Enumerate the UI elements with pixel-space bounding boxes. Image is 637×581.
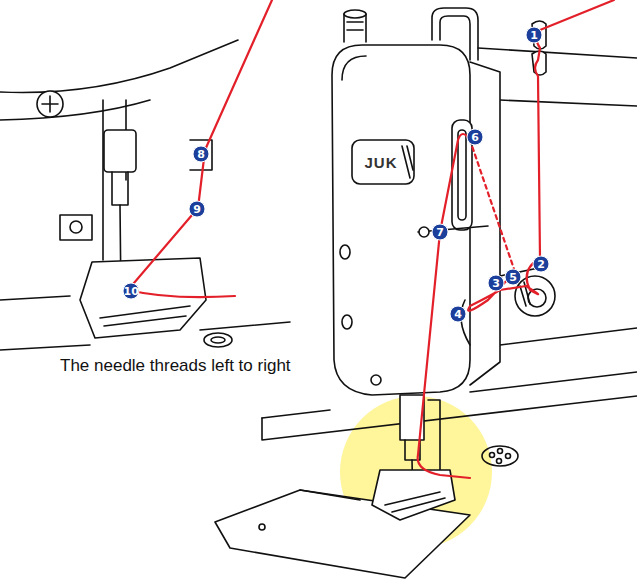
callout-number: 5 [505, 269, 522, 286]
callout-number: 2 [533, 256, 550, 273]
callout-number: 9 [189, 201, 206, 218]
callout-number: 8 [193, 146, 210, 163]
callout-number: 3 [488, 275, 505, 292]
callout-number: 7 [432, 224, 449, 241]
callout-number: 6 [467, 129, 484, 146]
caption: The needle threads left to right [60, 356, 291, 376]
callout-number: 10 [123, 283, 140, 300]
callout-number: 1 [526, 27, 543, 44]
logo-text: JUK [364, 154, 397, 171]
callout-number: 4 [450, 306, 467, 323]
